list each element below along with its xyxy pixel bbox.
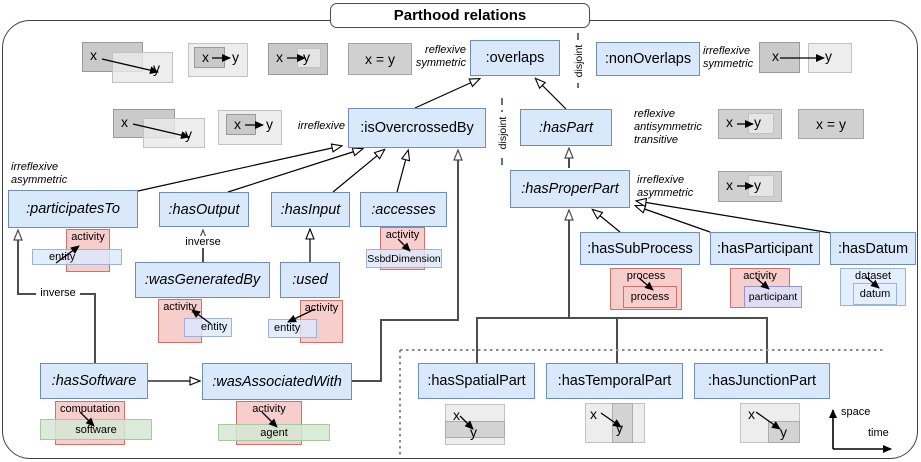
thumb-y-label: y bbox=[780, 424, 787, 440]
thumb-y-label: y bbox=[185, 126, 192, 142]
thumb-x-label: x bbox=[772, 48, 779, 64]
inverse-label-hasOutput: inverse bbox=[183, 236, 223, 248]
schematic-hasSubProcess-process-inner: process bbox=[623, 286, 677, 308]
node-wasGeneratedBy: :wasGeneratedBy bbox=[135, 262, 270, 298]
thumb-x-label: x bbox=[90, 47, 97, 63]
node-hasJunctionPart: :hasJunctionPart bbox=[694, 363, 830, 399]
thumb-y-label: y bbox=[470, 424, 477, 440]
schematic-accesses-ssbddimension: SsbdDimension bbox=[366, 249, 442, 268]
thumb-overlap-1: x y bbox=[82, 40, 177, 88]
prop-line: irreflexive bbox=[703, 45, 751, 57]
thumb-y-label: y bbox=[754, 177, 761, 193]
prop-line: reflexive bbox=[425, 44, 466, 56]
node-hasInput: :hasInput bbox=[271, 192, 350, 227]
node-hasOutput: :hasOutput bbox=[159, 192, 249, 227]
node-wasAssociatedWith: :wasAssociatedWith bbox=[202, 363, 352, 400]
props-nonOverlaps: irreflexive symmetric bbox=[703, 45, 765, 71]
schematic-used-entity: entity bbox=[268, 319, 317, 338]
schematic-wasGeneratedBy-entity: entity bbox=[184, 318, 232, 337]
inverse-label-participatesTo: inverse bbox=[36, 287, 80, 299]
node-used: :used bbox=[280, 262, 340, 298]
thumb-spatial-part: x y bbox=[445, 404, 507, 446]
thumb-x-label: x bbox=[276, 49, 283, 65]
node-isOvercrossedBy: :isOvercrossedBy bbox=[348, 108, 486, 148]
thumb-y-label: y bbox=[303, 49, 310, 65]
node-hasSubProcess: :hasSubProcess bbox=[580, 232, 700, 265]
schematic-hasParticipant-participant: participant bbox=[744, 286, 802, 308]
thumb-y-label: y bbox=[825, 48, 832, 64]
node-hasParticipant: :hasParticipant bbox=[710, 232, 820, 265]
schematic-hasDatum-datum: datum bbox=[853, 283, 897, 305]
node-hasProperPart: :hasProperPart bbox=[510, 170, 630, 208]
node-hasSoftware: :hasSoftware bbox=[40, 363, 148, 399]
schematic-wasAssociatedWith-agent: agent bbox=[218, 424, 330, 441]
thumb-x-label: x bbox=[726, 114, 733, 130]
thumb-rect bbox=[112, 52, 173, 83]
schematic-participatesTo-entity: entity bbox=[32, 249, 122, 265]
thumb-properpart-1: x y bbox=[718, 109, 782, 139]
prop-line: symmetric bbox=[415, 57, 466, 70]
thumb-part-3: x y bbox=[218, 110, 282, 145]
prop-line: asymmetric bbox=[637, 187, 694, 200]
thumb-equality-2: x = y bbox=[798, 109, 864, 139]
thumb-y-label: y bbox=[232, 49, 239, 65]
diagram-title: Parthood relations bbox=[330, 3, 590, 28]
thumb-temporal-part: x y bbox=[585, 403, 647, 445]
thumb-disjoint-1: x y bbox=[758, 42, 853, 74]
thumb-x-label: x bbox=[590, 406, 597, 422]
thumb-rect bbox=[748, 175, 774, 197]
schematic-hasSoftware-software: software bbox=[40, 419, 152, 440]
thumb-rect bbox=[194, 47, 225, 68]
thumb-x-label: x bbox=[726, 177, 733, 193]
prop-line: irreflexive bbox=[11, 161, 59, 173]
thumb-part-1: x y bbox=[188, 43, 248, 77]
prop-line: asymmetric bbox=[11, 174, 68, 187]
prop-line: irreflexive bbox=[297, 120, 345, 132]
node-nonOverlaps: :nonOverlaps bbox=[596, 42, 700, 76]
thumb-y-label: y bbox=[754, 114, 761, 130]
thumb-equality-1: x = y bbox=[348, 43, 412, 75]
thumb-overlap-2: x y bbox=[113, 106, 208, 152]
thumb-x-label: x bbox=[453, 407, 460, 423]
thumb-properpart-2: x y bbox=[718, 171, 782, 203]
thumb-x-label: x bbox=[202, 49, 209, 65]
prop-line: symmetric bbox=[703, 58, 754, 71]
thumb-part-2: x y bbox=[268, 43, 328, 75]
thumb-x-label: x bbox=[121, 114, 128, 130]
prop-line: transitive bbox=[634, 134, 679, 147]
node-hasDatum: :hasDatum bbox=[830, 232, 916, 265]
prop-line: antisymmetric bbox=[634, 121, 702, 134]
node-overlaps: :overlaps bbox=[470, 40, 560, 76]
thumb-rect bbox=[143, 118, 205, 148]
node-hasTemporalPart: :hasTemporalPart bbox=[546, 363, 683, 399]
props-isOvercrossedBy: irreflexive bbox=[291, 120, 345, 133]
thumb-junction-part: x y bbox=[740, 403, 802, 445]
prop-line: irreflexive bbox=[637, 174, 685, 186]
thumb-y-label: y bbox=[616, 420, 623, 436]
node-accesses: :accesses bbox=[360, 192, 447, 227]
props-participatesTo: irreflexive asymmetric bbox=[11, 161, 91, 187]
thumb-rect bbox=[748, 113, 774, 134]
thumb-x-label: x bbox=[234, 116, 241, 132]
thumb-y-label: y bbox=[266, 116, 273, 132]
node-participatesTo: :participatesTo bbox=[8, 190, 138, 228]
thumb-rect bbox=[759, 42, 800, 73]
node-hasSpatialPart: :hasSpatialPart bbox=[418, 363, 535, 399]
props-overlaps: reflexive symmetric bbox=[404, 44, 466, 70]
node-hasPart: :hasPart bbox=[520, 109, 612, 146]
thumb-x-label: x bbox=[748, 406, 755, 422]
thumb-rect bbox=[226, 114, 256, 135]
props-hasPart: reflexive antisymmetric transitive bbox=[634, 108, 716, 148]
props-hasProperPart: irreflexive asymmetric bbox=[637, 174, 717, 200]
thumb-y-label: y bbox=[153, 60, 160, 76]
prop-line: reflexive bbox=[634, 108, 675, 120]
